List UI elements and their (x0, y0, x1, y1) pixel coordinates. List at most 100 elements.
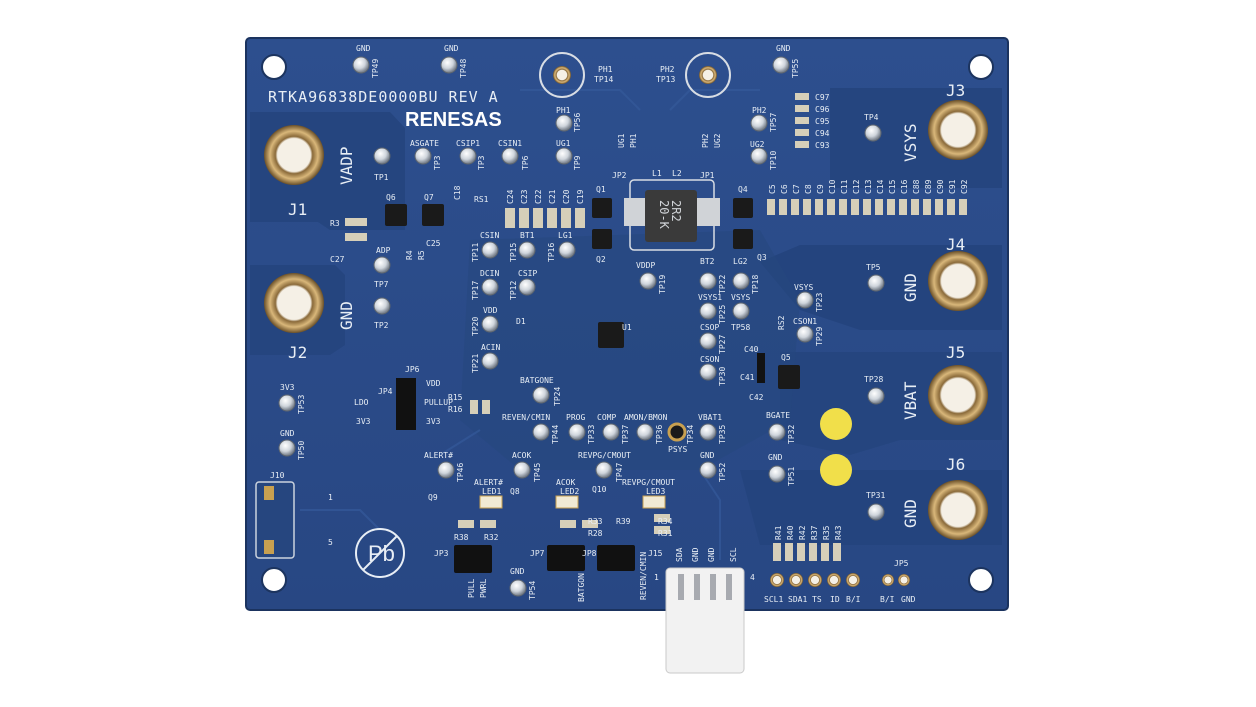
led-labels: ALERT# LED1 Q9 ACOK LED2 Q8 REVPG/CMOUT … (428, 478, 675, 502)
res-label: R43 (834, 525, 843, 540)
svg-text:TP21: TP21 (471, 354, 480, 373)
terminal-j5 (928, 365, 988, 425)
svg-text:AMON/BMON: AMON/BMON (624, 413, 668, 422)
svg-text:3V3: 3V3 (356, 417, 371, 426)
cap-label: C8 (804, 184, 813, 194)
refdes-labels: Q1 Q2 Q3 Q4 Q5 Q6 Q7 U1 L1 L2 RS1 RS2 R3… (330, 169, 791, 542)
label-j2: J2 (288, 343, 307, 362)
res-label: R40 (786, 525, 795, 540)
passive-array (345, 93, 967, 561)
svg-text:TP37: TP37 (621, 425, 630, 444)
svg-text:B/I: B/I (880, 595, 895, 604)
svg-text:Q8: Q8 (510, 487, 520, 496)
cap-label: C24 (506, 189, 515, 204)
svg-text:3V3: 3V3 (280, 383, 295, 392)
terminal-j1 (264, 125, 324, 185)
j15-pin-labels: SDA GND GND SCL 1 4 (654, 547, 755, 582)
svg-text:ACIN: ACIN (481, 343, 500, 352)
cap-label: C12 (852, 179, 861, 194)
svg-text:C40: C40 (744, 345, 759, 354)
cap-label: C23 (520, 189, 529, 204)
svg-text:TP25: TP25 (718, 305, 727, 324)
svg-text:LDO: LDO (354, 398, 369, 407)
svg-text:UG1: UG1 (617, 133, 626, 148)
testpoint-labels: GND TP49 GND TP48 GND TP55 PH1 TP14 PH2 … (280, 44, 885, 600)
svg-text:TP36: TP36 (655, 425, 664, 444)
label-j6: J6 (946, 455, 965, 474)
svg-text:BATGON: BATGON (577, 573, 586, 602)
svg-text:TP20: TP20 (471, 317, 480, 336)
svg-text:TP33: TP33 (587, 425, 596, 444)
label-vbat: VBAT (901, 381, 920, 420)
svg-text:TP2: TP2 (374, 321, 389, 330)
svg-text:Q3: Q3 (757, 253, 767, 262)
inductor-marking-2: 20-K (657, 200, 671, 230)
cap-label: C90 (936, 179, 945, 194)
svg-text:UG2: UG2 (750, 140, 765, 149)
cap-label: C97 (815, 93, 830, 102)
cap-label: C14 (876, 179, 885, 194)
svg-text:R34: R34 (658, 517, 673, 526)
svg-text:TP29: TP29 (815, 327, 824, 346)
res-label: R41 (774, 525, 783, 540)
svg-text:3V3: 3V3 (426, 417, 441, 426)
label-gnd-j6: GND (901, 499, 920, 528)
svg-text:R32: R32 (484, 533, 499, 542)
svg-text:GND: GND (707, 547, 716, 562)
svg-text:TP46: TP46 (456, 463, 465, 482)
cap-label: C88 (912, 179, 921, 194)
svg-text:JP5: JP5 (894, 559, 909, 568)
svg-text:JP8: JP8 (582, 549, 597, 558)
svg-text:TP9: TP9 (573, 155, 582, 170)
svg-text:R16: R16 (448, 405, 463, 414)
svg-text:GND: GND (356, 44, 371, 53)
j15-pins (678, 574, 732, 600)
terminal-lugs (264, 100, 988, 540)
svg-text:ADP: ADP (376, 246, 391, 255)
svg-text:Q5: Q5 (781, 353, 791, 362)
svg-text:REVEN/CMIN: REVEN/CMIN (639, 552, 648, 600)
traces (300, 89, 760, 560)
svg-text:Q10: Q10 (592, 485, 607, 494)
svg-text:ASGATE: ASGATE (410, 139, 439, 148)
svg-text:TP6: TP6 (521, 155, 530, 170)
svg-text:JP1: JP1 (700, 171, 715, 180)
svg-text:CSIP1: CSIP1 (456, 139, 480, 148)
svg-text:VSYS: VSYS (794, 283, 813, 292)
bottom-pads (770, 573, 910, 587)
svg-text:GND: GND (901, 595, 916, 604)
svg-text:ACOK: ACOK (556, 478, 575, 487)
svg-text:VDDP: VDDP (636, 261, 655, 270)
svg-text:C18: C18 (453, 185, 462, 200)
svg-text:PWRL: PWRL (479, 579, 488, 598)
svg-text:JP3: JP3 (434, 549, 449, 558)
svg-text:REVPG/CMOUT: REVPG/CMOUT (622, 478, 675, 487)
cap-label: C93 (815, 141, 830, 150)
svg-text:JP6: JP6 (405, 365, 420, 374)
terminal-j4 (928, 251, 988, 311)
svg-text:TP15: TP15 (509, 243, 518, 262)
svg-text:Q1: Q1 (596, 185, 606, 194)
svg-text:TP13: TP13 (656, 75, 675, 84)
svg-text:TP32: TP32 (787, 425, 796, 444)
gnd-plane-center (460, 230, 800, 470)
svg-text:TP57: TP57 (769, 113, 778, 132)
svg-text:R38: R38 (454, 533, 469, 542)
svg-text:TP7: TP7 (374, 280, 389, 289)
cap-label: C21 (548, 189, 557, 204)
terminal-j3 (928, 100, 988, 160)
svg-text:PH1: PH1 (556, 106, 571, 115)
svg-text:B/I: B/I (846, 595, 861, 604)
svg-text:PROG: PROG (566, 413, 585, 422)
svg-text:TP4: TP4 (864, 113, 879, 122)
svg-text:R39: R39 (616, 517, 631, 526)
cap-label: C15 (888, 179, 897, 194)
svg-text:TP12: TP12 (509, 281, 518, 300)
svg-text:RS2: RS2 (777, 315, 786, 330)
svg-text:GND: GND (510, 567, 525, 576)
svg-text:VBAT1: VBAT1 (698, 413, 722, 422)
